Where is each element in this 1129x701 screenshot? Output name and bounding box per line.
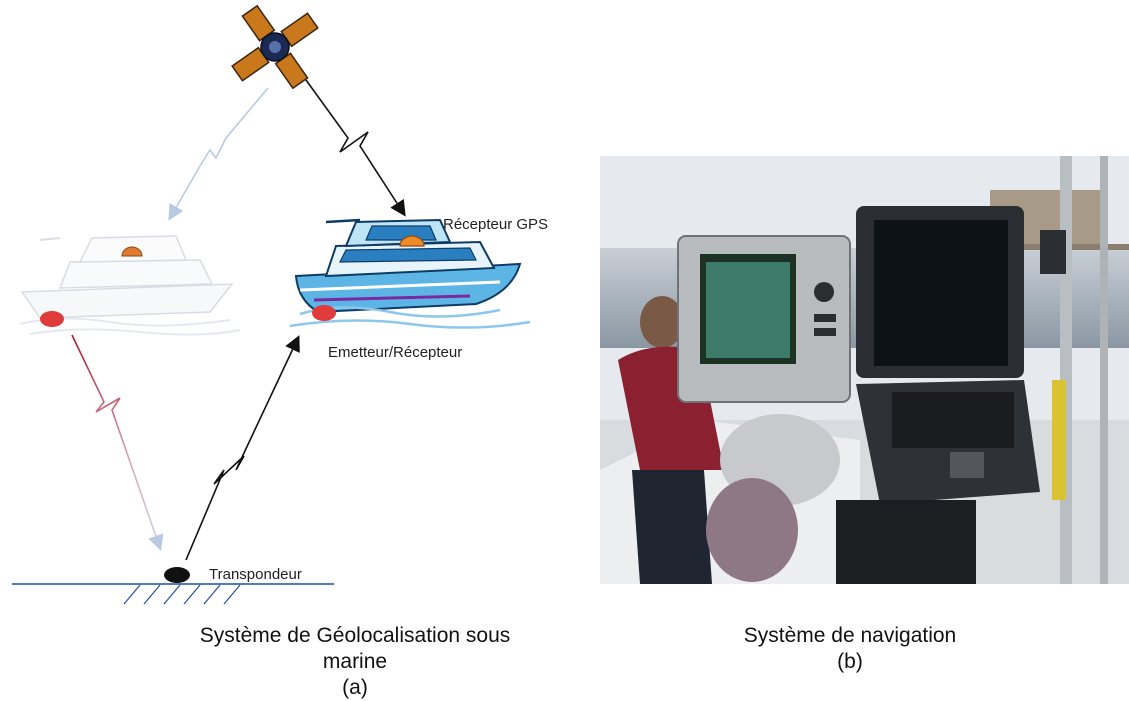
emitter-receiver-icon (312, 305, 336, 321)
gps-receiver-label: Récepteur GPS (443, 216, 548, 233)
gps-receiver-icon (399, 235, 425, 247)
navigation-photo (600, 156, 1129, 584)
caption-geolocation: Système de Géolocalisation sous marine (… (190, 623, 520, 701)
acoustic-up-arrow (185, 335, 300, 561)
panel-a: Récepteur GPS Emetteur/Récepteur Transpo… (12, 4, 548, 605)
gps-signal-arrow (305, 79, 406, 217)
acoustic-down-arrow (71, 334, 164, 552)
ghost-emitter-icon (40, 311, 64, 327)
diagram-canvas: Récepteur GPS Emetteur/Récepteur Transpo… (12, 4, 1129, 605)
satellite-icon (231, 4, 319, 90)
transponder-label: Transpondeur (209, 566, 302, 583)
boat-icon (289, 218, 531, 329)
caption-navigation-title: Système de navigation (743, 624, 957, 647)
caption-geolocation-title: Système de Géolocalisation sous marine (199, 624, 511, 673)
ghost-gps-receiver-icon (121, 246, 143, 257)
ghost-boat-icon (19, 235, 241, 336)
caption-navigation-letter: (b) (837, 650, 863, 673)
transponder-icon (164, 567, 190, 583)
caption-navigation: Système de navigation (b) (700, 623, 1000, 675)
gps-signal-ghost-arrow (168, 87, 269, 221)
seabed-hatching (123, 584, 241, 605)
emitter-receiver-label: Emetteur/Récepteur (328, 344, 462, 361)
